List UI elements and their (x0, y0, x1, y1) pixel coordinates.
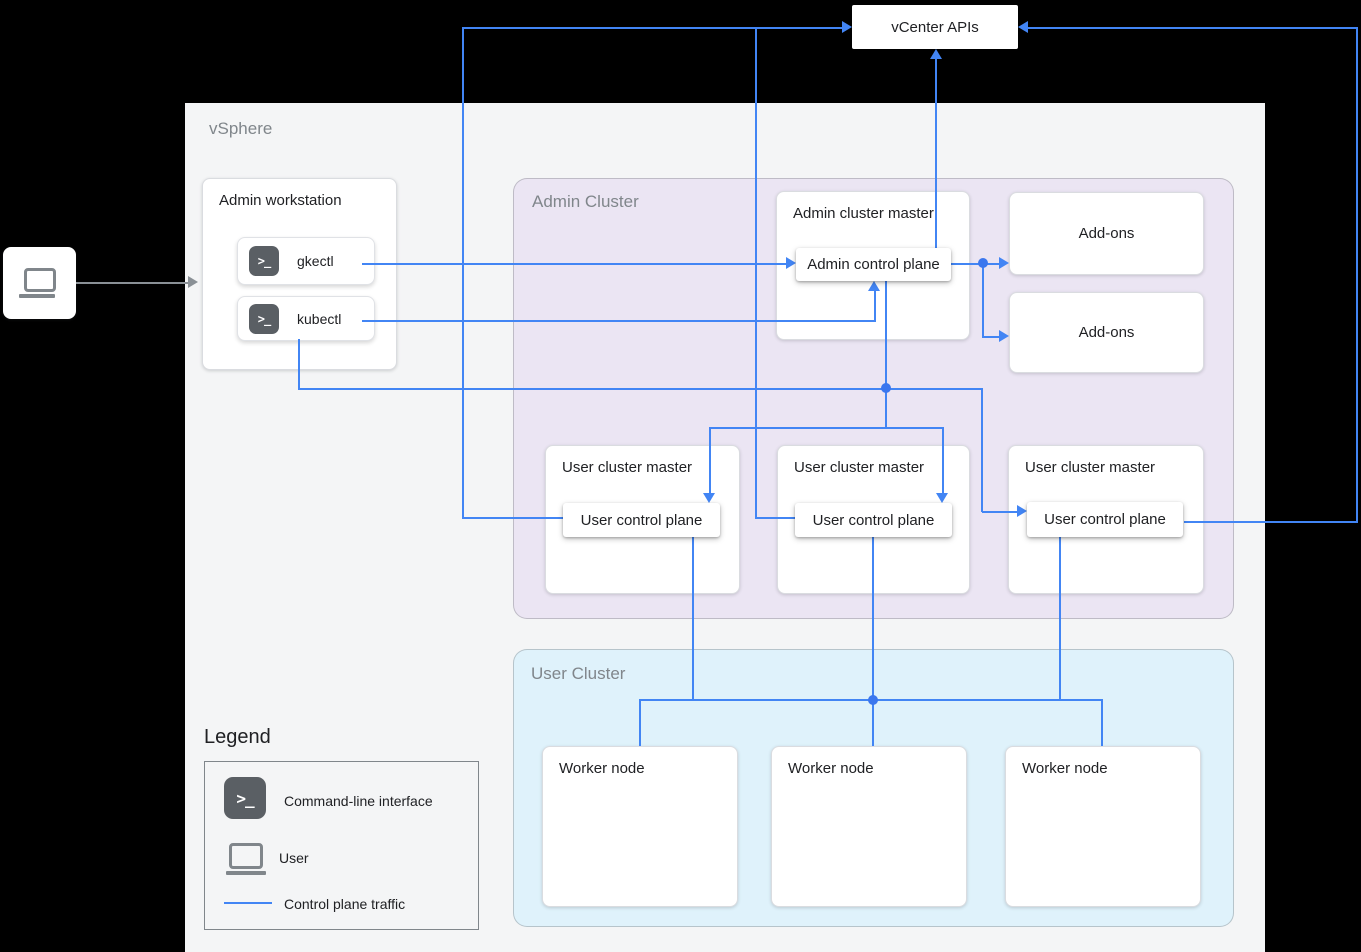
worker-node-title: Worker node (559, 760, 645, 777)
edge-acp-to-addons1 (951, 263, 999, 265)
control-plane-line-sample (224, 902, 272, 904)
user-control-plane-label: User control plane (812, 511, 935, 529)
edge-horizontal-bus (298, 388, 983, 390)
edge-ucp3-left-link (982, 511, 1017, 513)
worker-node-title: Worker node (788, 760, 874, 777)
user-cluster-master-title: User cluster master (1025, 459, 1156, 476)
kubectl-label: kubectl (297, 310, 342, 327)
edge-to-addons2 (982, 336, 999, 338)
edge-ucp3-down (1059, 537, 1061, 700)
edge-ucp2-down (872, 537, 874, 700)
user-control-plane-box-1: User control plane (563, 503, 720, 537)
user-box (3, 247, 76, 319)
admin-cluster-master-title: Admin cluster master (793, 205, 934, 222)
edge-vcenter-right-top (1028, 27, 1358, 29)
edge-acp-to-vcenter (935, 57, 937, 248)
user-control-plane-box-2: User control plane (795, 503, 952, 537)
user-cluster-master-title: User cluster master (562, 459, 693, 476)
terminal-icon: >_ (224, 777, 266, 819)
addons-box-1: Add-ons (1009, 192, 1204, 275)
worker-node-title: Worker node (1022, 760, 1108, 777)
edge-kubectl-to-acp (362, 320, 875, 322)
edge-ucp1-down (692, 537, 694, 700)
worker-node-box-3: Worker node (1005, 746, 1201, 907)
arrowhead-into-vcenter-right (1018, 21, 1028, 33)
kubectl-chip: >_ kubectl (237, 296, 375, 341)
arrowhead-into-addons2 (999, 330, 1009, 342)
user-control-plane-label: User control plane (1044, 511, 1166, 528)
admin-cluster-label: Admin Cluster (532, 192, 639, 211)
arrowhead-into-acp-bottom (868, 281, 880, 291)
arrowhead-into-vcenter-bottom (930, 49, 942, 59)
junction-dot-addons (978, 258, 988, 268)
arrowhead-into-addons1 (999, 257, 1009, 269)
edge-user-to-vsphere (76, 282, 188, 284)
vcenter-apis-box: vCenter APIs (852, 5, 1018, 49)
edge-bracket-left-drop (709, 427, 711, 493)
worker-node-box-1: Worker node (542, 746, 738, 907)
admin-control-plane-box: Admin control plane (796, 248, 951, 281)
edge-gkectl-to-acp (362, 263, 786, 265)
laptop-icon (18, 268, 56, 298)
edge-bus-drop (885, 388, 887, 428)
edge-addons-branch (982, 263, 984, 337)
user-control-plane-label: User control plane (580, 511, 703, 529)
edge-ucp3-right-link (1184, 521, 1358, 523)
admin-control-plane-label: Admin control plane (807, 256, 940, 273)
edge-to-worker2 (872, 699, 874, 746)
user-control-plane-box-3: User control plane (1027, 502, 1183, 537)
edge-to-worker1 (639, 699, 641, 746)
gkectl-label: gkectl (297, 253, 334, 269)
edge-workstation-down (298, 339, 300, 389)
edge-ucp2-left-link (755, 517, 796, 519)
arrowhead-into-ucp2 (936, 493, 948, 503)
edge-right-edge-riser (1356, 27, 1358, 522)
terminal-icon: >_ (249, 246, 279, 276)
edge-bracket-right-drop (942, 427, 944, 493)
user-cluster-label: User Cluster (531, 664, 626, 683)
junction-dot-bus (881, 383, 891, 393)
edge-ucp1-riser (462, 27, 464, 518)
addons-label: Add-ons (1078, 324, 1135, 341)
arrowhead-user-to-vsphere (188, 276, 198, 288)
arrowhead-into-ucp1 (703, 493, 715, 503)
arrowhead-into-acp-left (786, 257, 796, 269)
arrowhead-into-vcenter-left (842, 21, 852, 33)
legend-title: Legend (204, 726, 271, 748)
legend-traffic-label: Control plane traffic (284, 896, 406, 912)
junction-dot-worker-bus (868, 695, 878, 705)
edge-ucp-bracket (709, 427, 944, 429)
vsphere-label: vSphere (209, 119, 273, 138)
edge-ucp2-riser (755, 27, 757, 518)
edge-acp-down (885, 281, 887, 389)
vcenter-apis-label: vCenter APIs (891, 18, 979, 36)
arrowhead-into-ucp3 (1017, 505, 1027, 517)
edge-kubectl-acp-riser (874, 291, 876, 322)
laptop-icon (226, 843, 266, 875)
terminal-icon: >_ (249, 303, 279, 334)
gkectl-chip: >_ gkectl (237, 237, 375, 285)
legend-user-label: User (279, 850, 309, 866)
edge-to-worker3 (1101, 699, 1103, 746)
user-cluster-master-title: User cluster master (794, 459, 925, 476)
addons-box-2: Add-ons (1009, 292, 1204, 373)
addons-label: Add-ons (1078, 225, 1135, 242)
edge-bus-to-ucp3 (981, 388, 983, 512)
edge-ucp1-left-link (462, 517, 564, 519)
worker-node-box-2: Worker node (771, 746, 967, 907)
admin-workstation-title: Admin workstation (219, 192, 342, 209)
legend-cli-label: Command-line interface (284, 793, 433, 809)
legend-box (204, 761, 479, 930)
edge-top-to-vcenter-left (463, 27, 842, 29)
